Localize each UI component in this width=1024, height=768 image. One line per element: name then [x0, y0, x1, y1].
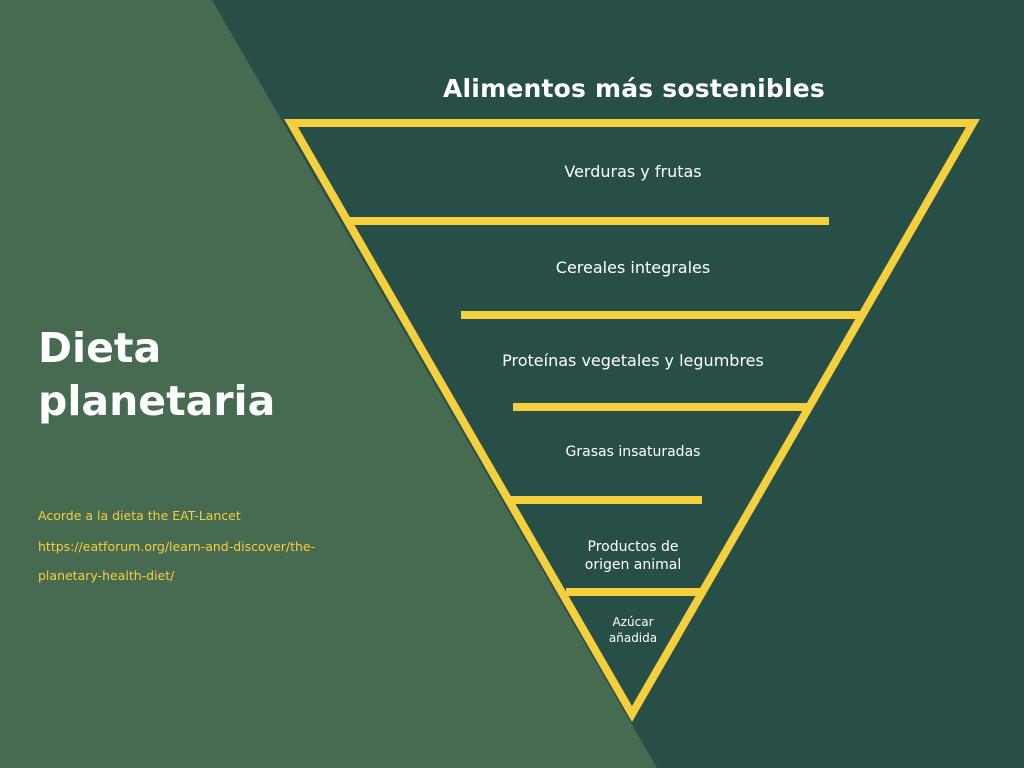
source-line-1: Acorde a la dieta the EAT-Lancet [38, 508, 241, 523]
tier-proteinas-vegetales: Proteínas vegetales y legumbres [463, 351, 803, 370]
tier-label: Grasas insaturadas [565, 444, 701, 460]
tier-label: Proteínas vegetales y legumbres [502, 351, 764, 370]
pyramid-outline [284, 119, 980, 723]
page-title-line-2: planetaria [38, 377, 276, 425]
tier-productos-origen-animal: Productos de origen animal [533, 538, 733, 574]
tier-label-line-1: Azúcar [612, 615, 654, 629]
tier-cereales-integrales: Cereales integrales [483, 258, 783, 277]
tier-azucar-anadida: Azúcar añadida [583, 614, 683, 646]
inverted-pyramid [284, 119, 980, 723]
tier-grasas-insaturadas: Grasas insaturadas [483, 444, 783, 460]
source-link-line-1[interactable]: https://eatforum.org/learn-and-discover/… [38, 539, 316, 554]
light-green-diagonal-panel [0, 0, 657, 768]
source-link-line-2[interactable]: planetary-health-diet/ [38, 568, 175, 583]
page-title-line-1: Dieta [38, 324, 162, 372]
tier-label-line-2: añadida [608, 631, 658, 645]
tier-label: Cereales integrales [555, 258, 711, 277]
pyramid-title: Alimentos más sostenibles [442, 74, 825, 103]
tier-label-line-2: origen animal [584, 557, 682, 573]
tier-verduras-frutas: Verduras y frutas [483, 162, 783, 181]
page-title: Dieta planetaria [38, 322, 338, 428]
tier-label: Verduras y frutas [564, 162, 702, 181]
tier-label-line-1: Productos de [587, 539, 679, 555]
